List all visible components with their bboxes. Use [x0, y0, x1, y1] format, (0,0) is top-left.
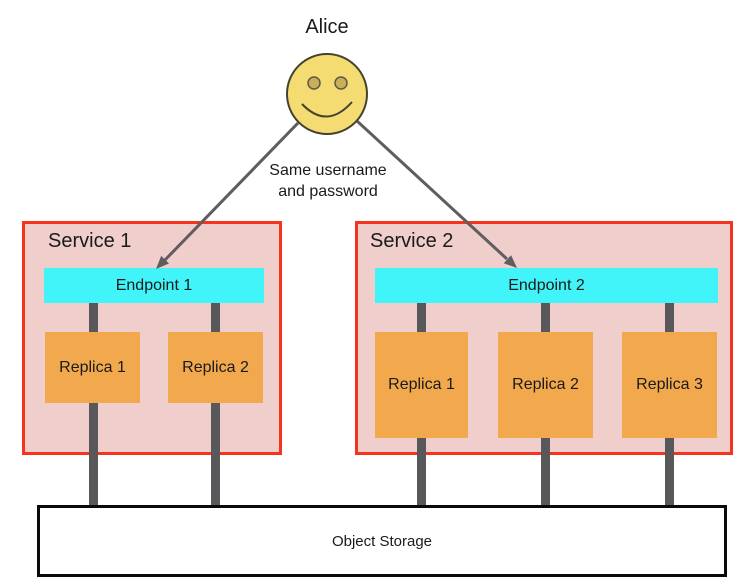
left-eye-icon — [307, 76, 321, 90]
connector-line — [665, 303, 674, 332]
service-2-replica-2-node: Replica 2 — [498, 332, 593, 438]
endpoint-1-label: Endpoint 1 — [115, 276, 193, 294]
credentials-note: Same username and password — [233, 160, 423, 202]
service-2-replica-1-node: Replica 1 — [375, 332, 468, 438]
connector-line — [541, 303, 550, 332]
service-2-label: Service 2 — [370, 230, 454, 252]
credentials-note-line2: and password — [278, 183, 378, 200]
connector-line — [417, 438, 426, 507]
connector-line — [211, 403, 220, 507]
smile-mouth — [301, 101, 353, 118]
replica-label: Replica 3 — [636, 376, 703, 393]
object-storage-box: Object Storage — [37, 505, 727, 577]
object-storage-label: Object Storage — [331, 532, 433, 550]
service-1-replica-1-node: Replica 1 — [45, 332, 140, 403]
right-eye-icon — [334, 76, 348, 90]
service-1-label: Service 1 — [48, 230, 132, 252]
replica-label: Replica 2 — [182, 358, 249, 376]
connector-line — [89, 403, 98, 507]
endpoint-2-label: Endpoint 2 — [508, 276, 585, 294]
connector-line — [541, 438, 550, 507]
connector-line — [665, 438, 674, 507]
connector-line — [417, 303, 426, 332]
replica-label: Replica 2 — [512, 376, 579, 393]
service-2-replica-3-node: Replica 3 — [622, 332, 717, 438]
user-face-icon — [286, 53, 368, 135]
endpoint-1-node: Endpoint 1 — [44, 268, 264, 303]
replica-label: Replica 1 — [388, 376, 455, 393]
actor-label: Alice — [305, 16, 349, 38]
service-1-replica-2-node: Replica 2 — [168, 332, 263, 403]
replica-label: Replica 1 — [59, 358, 126, 376]
endpoint-2-node: Endpoint 2 — [375, 268, 718, 303]
smiley-face-icon — [301, 76, 353, 118]
credentials-note-line1: Same username — [269, 162, 387, 179]
connector-line — [211, 303, 220, 332]
connector-line — [89, 303, 98, 332]
